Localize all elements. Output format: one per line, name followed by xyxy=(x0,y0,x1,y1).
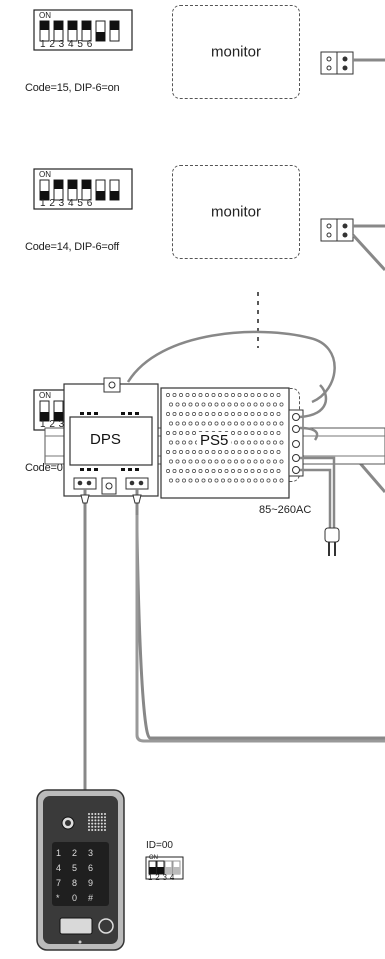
keypad-key: 5 xyxy=(72,863,78,873)
ps5-label: PS5 xyxy=(197,432,232,449)
terminal-block-1-icon xyxy=(320,51,354,75)
keypad-key: 0 xyxy=(72,893,78,903)
dps-label: DPS xyxy=(90,431,121,448)
dip-switch-block-1: ON 1 2 3 4 5 6 xyxy=(30,8,140,64)
keypad-key: 9 xyxy=(88,878,94,888)
keypad-key: 1 xyxy=(56,848,62,858)
outdoor-panel-icon xyxy=(36,789,125,951)
dip-switch-1-icon xyxy=(33,9,133,51)
keypad-key: * xyxy=(56,893,60,903)
monitor-label: monitor xyxy=(210,203,262,221)
dip-switch-2-icon xyxy=(33,168,133,210)
dip-on-label: ON xyxy=(39,391,51,400)
keypad-key: 8 xyxy=(72,878,78,888)
continuation-dots-icon xyxy=(257,292,259,348)
dip-on-label: ON xyxy=(39,170,51,179)
keypad-key: 6 xyxy=(88,863,94,873)
dps-module-icon xyxy=(63,377,159,497)
dip-numbers: 1 2 3 4 5 6 xyxy=(40,198,93,209)
dip-switch-block-2: ON 1 2 3 4 5 6 xyxy=(30,167,140,223)
keypad-key: 3 xyxy=(88,848,94,858)
code-caption-1: Code=15, DIP-6=on xyxy=(25,82,120,94)
dip-numbers: 1 2 3 4 5 6 xyxy=(40,39,93,50)
keypad-key: 2 xyxy=(72,848,78,858)
keypad-key: 7 xyxy=(56,878,62,888)
code-caption-2: Code=14, DIP-6=off xyxy=(25,241,120,253)
cable-connector-icon xyxy=(80,494,142,504)
monitor-box-1: monitor xyxy=(172,5,300,99)
outdoor-dip-on-label: ON xyxy=(149,855,158,861)
outdoor-id-label: ID=00 xyxy=(146,840,173,851)
ac-plug-icon xyxy=(324,527,340,556)
monitor-box-2: monitor xyxy=(172,165,300,259)
monitor-label: monitor xyxy=(210,43,262,61)
keypad-key: # xyxy=(88,893,94,903)
outdoor-dip-numbers: 1 2 3 4 xyxy=(148,873,175,882)
outdoor-dip-switch-icon xyxy=(145,856,184,880)
keypad-key: 4 xyxy=(56,863,62,873)
terminal-block-2-icon xyxy=(320,218,354,242)
voltage-label: 85~260AC xyxy=(259,504,312,516)
dip-on-label: ON xyxy=(39,11,51,20)
ps5-module-icon xyxy=(160,387,304,499)
